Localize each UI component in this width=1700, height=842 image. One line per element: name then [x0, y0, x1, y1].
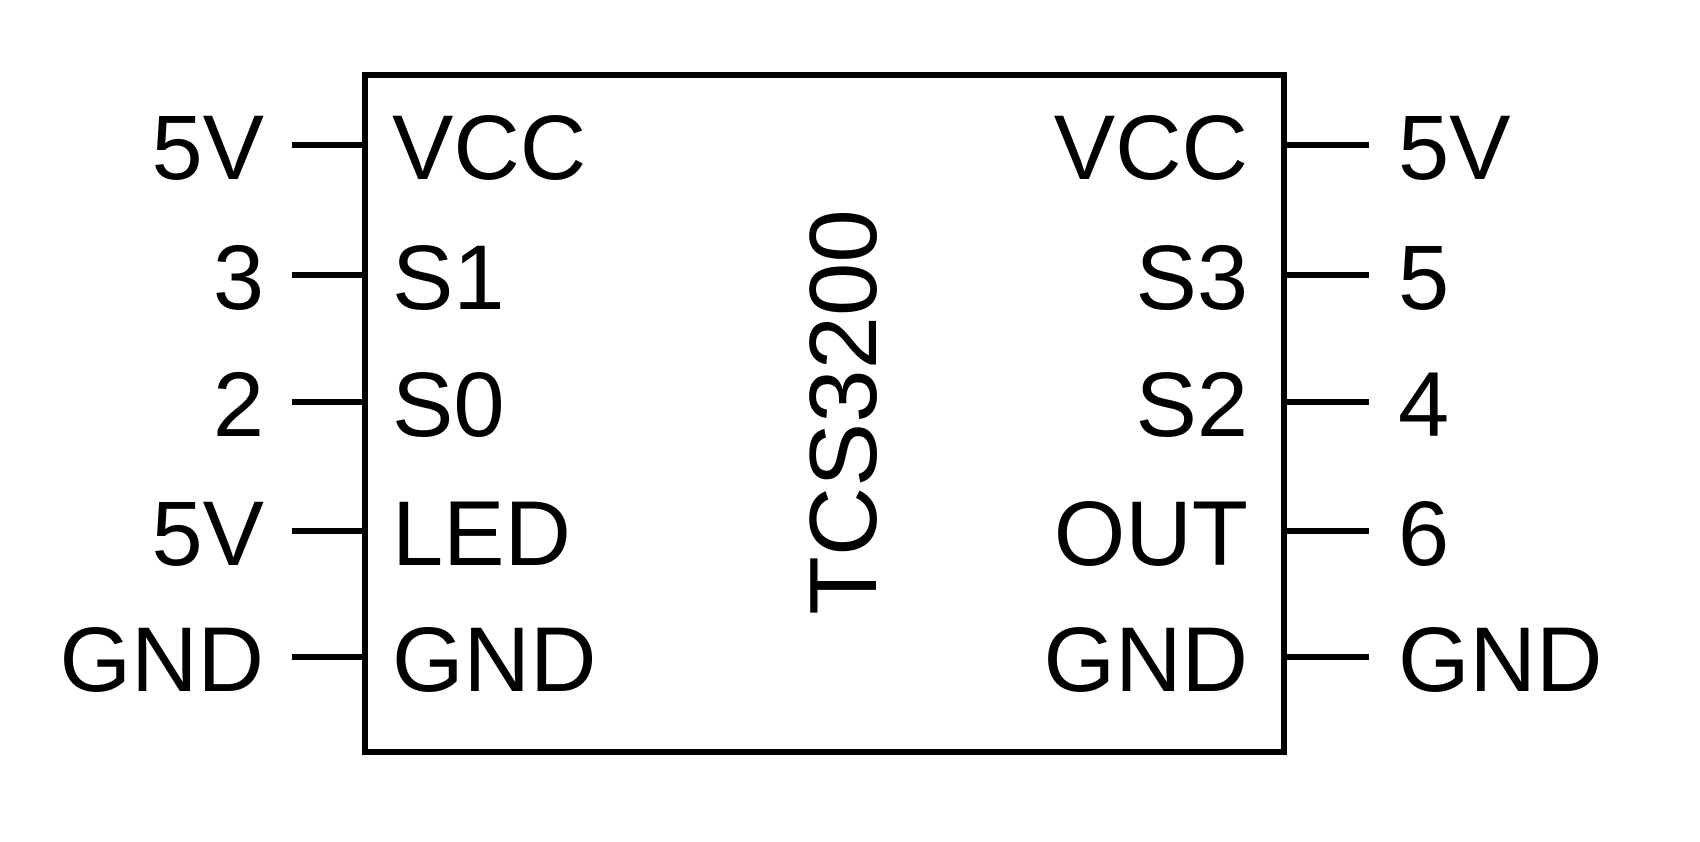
chip-body [362, 72, 1287, 755]
left-pin-wire [292, 528, 364, 534]
right-pin-wire [1285, 142, 1369, 148]
left-net-label: GND [59, 609, 264, 711]
right-pin-wire [1285, 399, 1369, 405]
left-pin-wire [292, 654, 364, 660]
right-net-label: 5 [1398, 227, 1450, 329]
left-net-label: 3 [212, 227, 264, 329]
left-pin-label: S0 [392, 354, 505, 456]
right-pin-wire [1285, 528, 1369, 534]
left-pin-label: S1 [392, 227, 505, 329]
left-pin-wire [292, 142, 364, 148]
right-pin-label: VCC [1053, 97, 1248, 199]
right-pin-label: GND [1043, 609, 1248, 711]
right-net-label: 6 [1398, 483, 1450, 585]
right-net-label: 5V [1398, 97, 1511, 199]
left-pin-label: GND [392, 609, 597, 711]
right-pin-label: OUT [1053, 483, 1248, 585]
right-net-label: GND [1398, 609, 1603, 711]
left-net-label: 5V [151, 97, 264, 199]
right-pin-wire [1285, 654, 1369, 660]
right-pin-label: S2 [1135, 354, 1248, 456]
right-net-label: 4 [1398, 354, 1450, 456]
right-pin-label: S3 [1135, 227, 1248, 329]
chip-name: TCS3200 [790, 209, 897, 615]
left-net-label: 5V [151, 483, 264, 585]
right-pin-wire [1285, 272, 1369, 278]
left-pin-wire [292, 272, 364, 278]
left-net-label: 2 [212, 354, 264, 456]
left-pin-label: LED [392, 483, 571, 585]
left-pin-wire [292, 399, 364, 405]
left-pin-label: VCC [392, 97, 587, 199]
